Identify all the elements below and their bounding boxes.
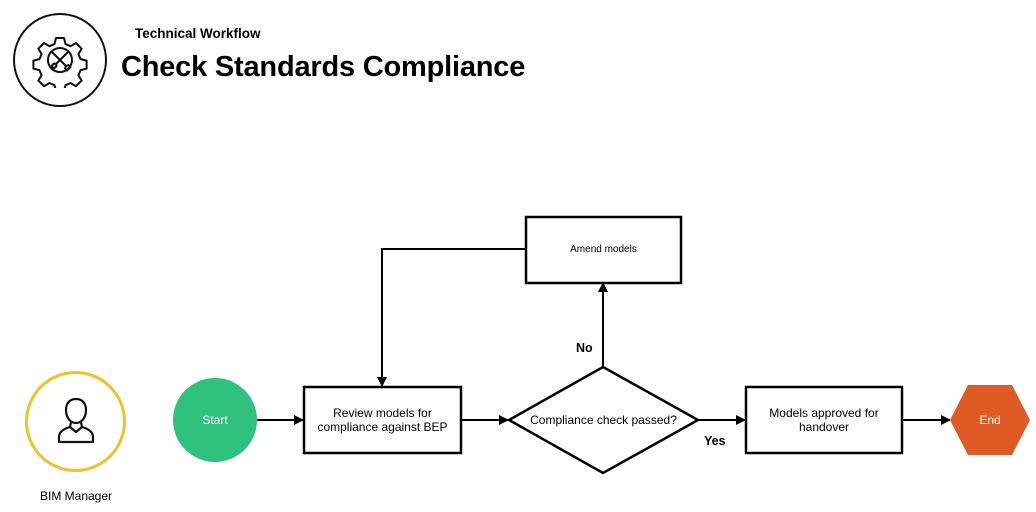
user-icon	[57, 397, 95, 444]
decision-node	[506, 365, 701, 475]
start-node	[173, 378, 257, 462]
approved-label: Models approved for handover	[769, 405, 879, 434]
review-label: Review models for compliance against BEP	[317, 405, 448, 434]
header-logo	[13, 13, 107, 107]
actor-avatar	[25, 371, 126, 472]
page-title: Check Standards Compliance	[121, 51, 526, 83]
gear-wrench-icon	[32, 37, 88, 88]
amend-node	[524, 215, 683, 285]
approved-node	[744, 385, 904, 455]
review-node	[302, 385, 463, 455]
end-node	[950, 385, 1030, 455]
actor-label: BIM Manager	[39, 489, 113, 503]
edge-label-no: No	[576, 341, 593, 355]
decision-label: Compliance check passed?	[530, 412, 677, 427]
amend-label: Amend models	[570, 244, 637, 255]
workflow-subtitle: Technical Workflow	[135, 26, 261, 41]
edge-label-yes: Yes	[704, 434, 726, 448]
start-label: Start	[202, 412, 228, 427]
edge-amend-review	[377, 248, 526, 387]
end-label: End	[979, 412, 1001, 427]
